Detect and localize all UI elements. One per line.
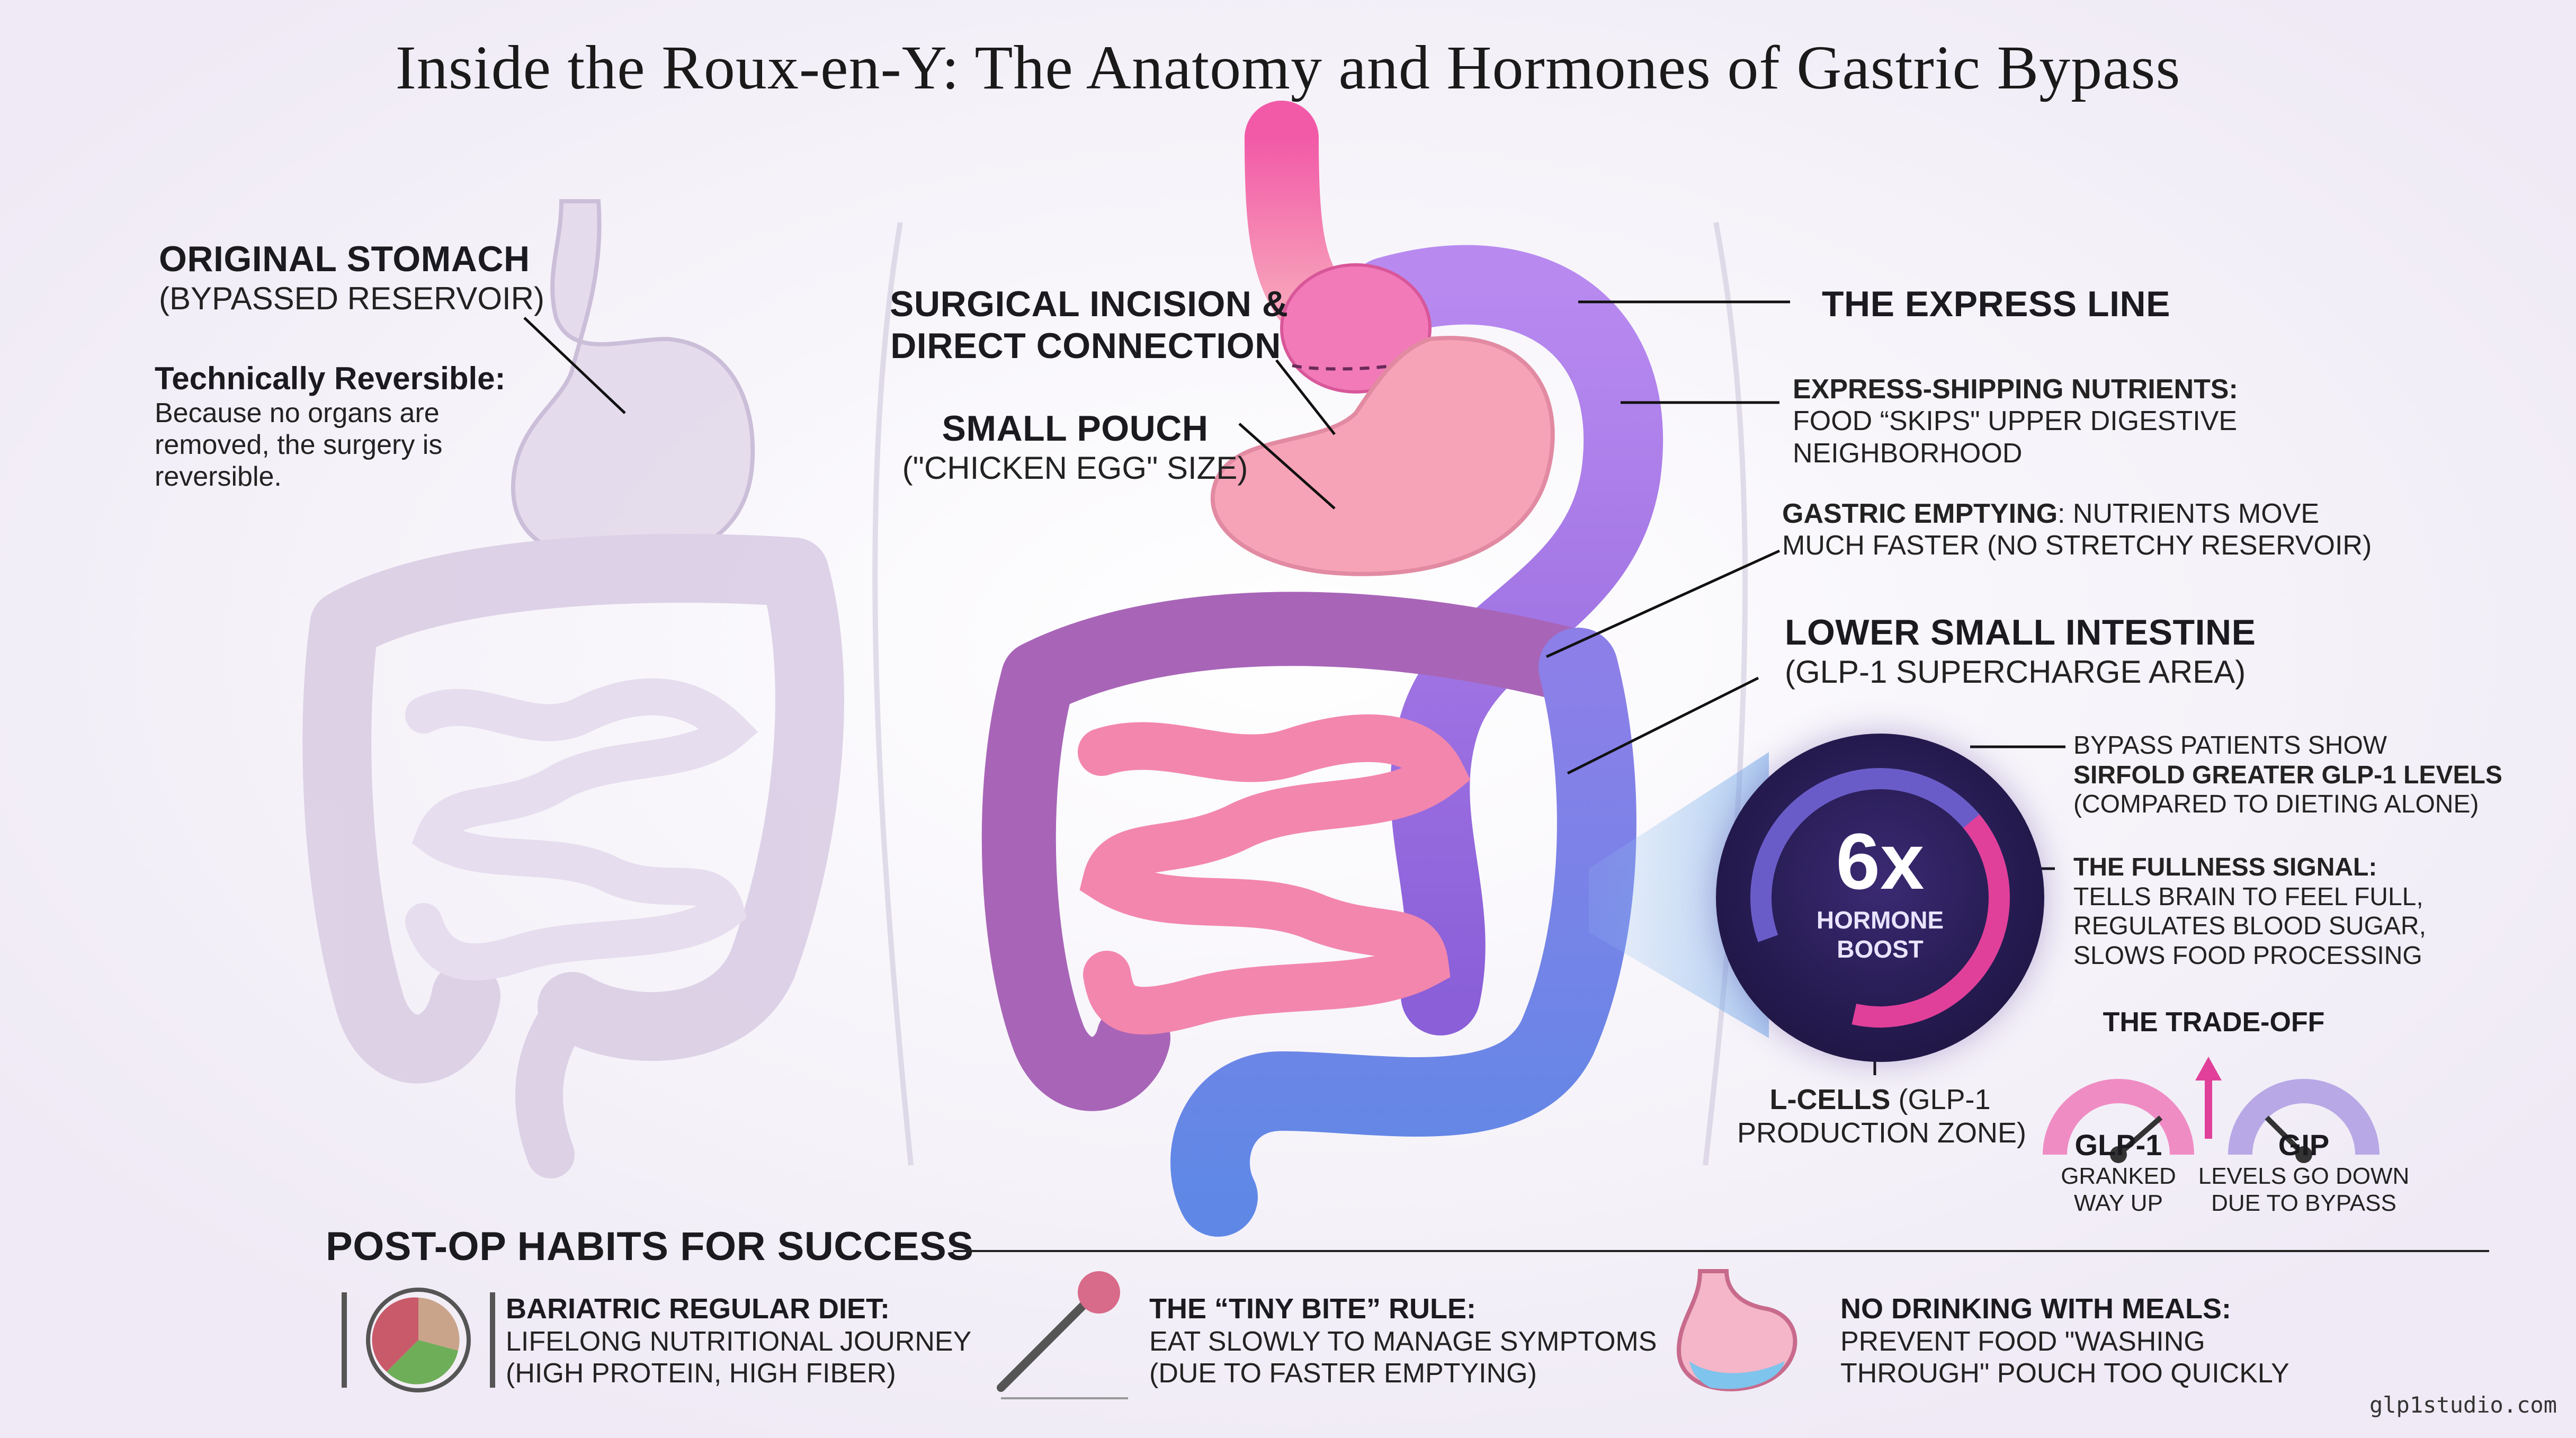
bypass-patients-line-3: (COMPARED TO DIETING ALONE) — [2073, 790, 2479, 819]
up-arrow-icon — [2195, 1057, 2222, 1139]
habit-line: EAT SLOWLY TO MANAGE SYMPTOMS — [1149, 1326, 1657, 1357]
original-stomach-sub: (BYPASSED RESERVOIR) — [159, 280, 544, 316]
hormone-boost-badge: 6x HORMONE BOOST — [1716, 734, 2044, 1062]
reversible-label: Technically Reversible: Because no organ… — [155, 360, 506, 493]
gastric-emptying-label: GASTRIC EMPTYING: NUTRIENTS MOVE MUCH FA… — [1782, 498, 2372, 562]
habit-item: BARIATRIC REGULAR DIET: LIFELONG NUTRITI… — [506, 1292, 971, 1389]
bypass-patients-bold: SIRFOLD GREATER GLP-1 LEVELS — [2073, 761, 2502, 789]
tradeoff-heading: THE TRADE-OFF — [2103, 1007, 2325, 1038]
glp1-label: GLP-1 GRANKED WAY UP — [2034, 1128, 2203, 1217]
habit-line: (HIGH PROTEIN, HIGH FIBER) — [506, 1357, 896, 1389]
original-anatomy — [302, 199, 844, 1178]
bypass-patients-line-1: BYPASS PATIENTS SHOW — [2073, 731, 2387, 760]
bypass-anatomy — [981, 101, 1663, 1237]
fullness-label: THE FULLNESS SIGNAL: TELLS BRAIN TO FEEL… — [2073, 853, 2426, 971]
gip-label: GIP LEVELS GO DOWN DUE TO BYPASS — [2193, 1128, 2415, 1217]
gip-gauge — [2228, 1079, 2380, 1163]
fullness-line-3: SLOWS FOOD PROCESSING — [2073, 942, 2422, 970]
habit-line: PREVENT FOOD "WASHING — [1840, 1326, 2205, 1357]
original-stomach-heading: ORIGINAL STOMACH — [159, 239, 530, 279]
habit-title: NO DRINKING WITH MEALS: — [1840, 1293, 2231, 1325]
reversible-line-2: removed, the surgery is — [155, 429, 443, 460]
gastric-emptying-bold: GASTRIC EMPTYING — [1782, 498, 2058, 529]
fullness-line-2: REGULATES BLOOD SUGAR, — [2073, 912, 2426, 941]
habit-line: LIFELONG NUTRITIONAL JOURNEY — [506, 1326, 972, 1357]
express-shipping-label: EXPRESS-SHIPPING NUTRIENTS: FOOD “SKIPS"… — [1793, 373, 2238, 469]
gastric-emptying-line-2: MUCH FASTER (NO STRETCHY RESERVOIR) — [1782, 530, 2372, 561]
fullness-line-1: TELLS BRAIN TO FEEL FULL, — [2073, 882, 2423, 911]
habits-divider — [953, 1250, 2489, 1252]
bypass-patients-label: BYPASS PATIENTS SHOW SIRFOLD GREATER GLP… — [2073, 731, 2502, 819]
glp1-line-2: WAY UP — [2074, 1190, 2163, 1216]
lower-intestine-heading: LOWER SMALL INTESTINE — [1785, 612, 2256, 653]
l-cells-rest: (GLP-1 — [1890, 1084, 1991, 1115]
gip-line-1: LEVELS GO DOWN — [2198, 1163, 2410, 1189]
habit-item: NO DRINKING WITH MEALS: PREVENT FOOD "WA… — [1840, 1292, 2289, 1389]
l-cells-label: L-CELLS (GLP-1 PRODUCTION ZONE) — [1737, 1083, 2026, 1149]
pouch-heading: SMALL POUCH — [942, 408, 1209, 449]
leader-lines — [523, 300, 2065, 1075]
habit-title: BARIATRIC REGULAR DIET: — [506, 1293, 890, 1325]
glp1-gauge — [2043, 1079, 2194, 1163]
habit-title: THE “TINY BITE” RULE: — [1149, 1293, 1477, 1325]
glp1-line-1: GRANKED — [2061, 1163, 2176, 1189]
incision-line-2: DIRECT CONNECTION — [890, 325, 1281, 366]
gastric-emptying-rest: : NUTRIENTS MOVE — [2058, 498, 2320, 529]
fork-icon — [997, 1271, 1128, 1399]
express-shipping-line-1: FOOD “SKIPS" UPPER DIGESTIVE — [1793, 406, 2238, 437]
fullness-bold: THE FULLNESS SIGNAL: — [2073, 853, 2377, 881]
boost-ring-icon — [1750, 768, 2010, 1028]
boost-text: HORMONE BOOST — [1716, 906, 2044, 964]
lower-intestine-sub: (GLP-1 SUPERCHARGE AREA) — [1785, 654, 2246, 690]
pouch-label: SMALL POUCH ("CHICKEN EGG" SIZE) — [900, 408, 1250, 486]
pouch-sub: ("CHICKEN EGG" SIZE) — [902, 450, 1248, 486]
gip-name: GIP — [2278, 1128, 2330, 1162]
plate-icon — [342, 1288, 495, 1392]
incision-line-1: SURGICAL INCISION & — [890, 284, 1289, 324]
incision-label: SURGICAL INCISION & DIRECT CONNECTION — [890, 283, 1289, 367]
gip-line-2: DUE TO BYPASS — [2211, 1190, 2396, 1216]
express-shipping-bold: EXPRESS-SHIPPING NUTRIENTS: — [1793, 374, 2238, 405]
habit-line: THROUGH" POUCH TOO QUICKLY — [1840, 1357, 2289, 1389]
l-cells-bold: L-CELLS — [1769, 1084, 1891, 1115]
habit-line: (DUE TO FASTER EMPTYING) — [1149, 1357, 1537, 1389]
lower-intestine-label: LOWER SMALL INTESTINE (GLP-1 SUPERCHARGE… — [1785, 612, 2256, 690]
l-cells-line-2: PRODUCTION ZONE) — [1737, 1117, 2026, 1149]
reversible-heading: Technically Reversible: — [155, 361, 506, 396]
boost-number: 6x — [1836, 817, 1925, 906]
boost-line-1: HORMONE — [1816, 906, 1944, 934]
reversible-line-3: reversible. — [155, 461, 282, 493]
express-shipping-line-2: NEIGHBORHOOD — [1793, 437, 2023, 469]
page-title: Inside the Roux-en-Y: The Anatomy and Ho… — [395, 33, 2181, 102]
express-line-heading: THE EXPRESS LINE — [1822, 284, 2170, 324]
boost-line-2: BOOST — [1837, 935, 1924, 963]
original-stomach-label: ORIGINAL STOMACH (BYPASSED RESERVOIR) — [159, 238, 544, 317]
habits-heading: POST-OP HABITS FOR SUCCESS — [326, 1224, 974, 1269]
boost-beam — [1589, 752, 1769, 1038]
habit-item: THE “TINY BITE” RULE: EAT SLOWLY TO MANA… — [1149, 1292, 1657, 1389]
glp1-name: GLP-1 — [2074, 1128, 2162, 1162]
footer-credit[interactable]: glp1studio.com — [2369, 1392, 2557, 1418]
reversible-line-1: Because no organs are — [155, 397, 440, 428]
stomach-water-icon — [1676, 1269, 1797, 1391]
